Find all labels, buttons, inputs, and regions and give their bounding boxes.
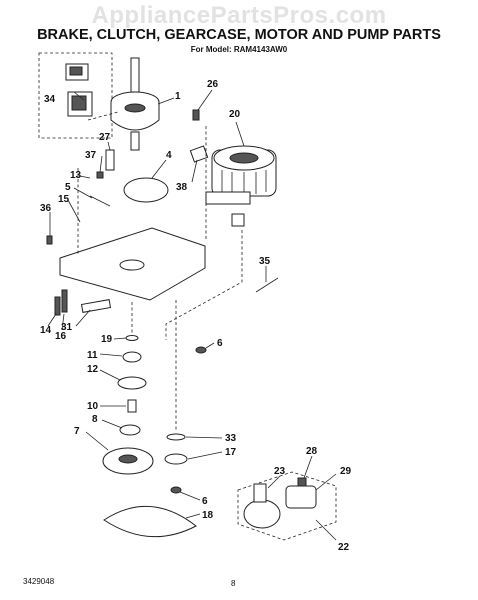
callout-8: 8 [92,414,98,425]
callout-5: 5 [65,182,71,193]
page-title: BRAKE, CLUTCH, GEARCASE, MOTOR AND PUMP … [37,27,441,43]
part-28-drawing [297,477,307,487]
part-31-drawing [80,299,112,313]
callout-29: 29 [340,466,352,477]
callout-7: 7 [74,426,80,437]
part-36-drawing [46,235,53,245]
part-8-drawing [119,424,141,436]
callout-28: 28 [306,446,318,457]
callout-14: 14 [40,325,52,336]
callout-35: 35 [259,256,271,267]
part-12-drawing [117,376,147,390]
callout-1: 1 [175,91,181,102]
callout-38: 38 [176,182,188,193]
callout-leaders [47,89,337,541]
part-38-drawing [189,145,209,163]
page-number: 8 [231,579,236,588]
callout-19: 19 [101,334,113,345]
part-33-drawing [166,433,186,441]
callout-4: 4 [166,150,172,161]
part-11-drawing [122,351,142,363]
part-16-drawing [61,289,68,313]
callout-26: 26 [207,79,219,90]
part-27-drawing [105,149,115,171]
part-6b-drawing [170,486,182,494]
part-34-group-box [38,52,113,139]
part-5-drawing [89,195,111,207]
part-23-pump-drawing [243,483,281,529]
pump-group-box [237,471,337,541]
callout-10: 10 [87,401,99,412]
part-19-drawing [125,335,139,341]
callout-27: 27 [99,132,111,143]
part-1-gearcase-drawing [110,57,160,151]
callout-36: 36 [40,203,52,214]
part-7-hub [118,454,138,464]
callout-23: 23 [274,466,286,477]
callout-12: 12 [87,364,99,375]
watermark: AppliancePartsPros.com [91,2,387,29]
leader-lines [77,111,243,432]
callout-17: 17 [225,447,237,458]
callout-37: 37 [85,150,97,161]
callout-18: 18 [202,510,214,521]
part-14-drawing [54,296,61,316]
callout-31: 31 [61,322,73,333]
part-34-drawing [65,63,93,117]
base-plate-hub [119,259,145,271]
part-6a-drawing [195,346,207,354]
part-29-drawing [285,485,317,509]
callout-11: 11 [87,350,98,361]
part-37-drawing [96,171,104,179]
callout-13: 13 [70,170,82,181]
callout-6b: 6 [202,496,208,507]
model-subtitle: For Model: RAM4143AW0 [190,45,288,54]
callout-16: 16 [55,331,67,342]
part-10-drawing [127,399,137,413]
part-18-belt-drawing [103,505,197,538]
part-26-drawing [192,109,200,121]
callout-15: 15 [58,194,70,205]
doc-number: 3429048 [23,577,55,586]
part-20-motor-drawing [205,145,277,227]
part-17-drawing [164,453,188,465]
callout-34: 34 [44,94,56,105]
callout-20: 20 [229,109,241,120]
callout-33: 33 [225,433,237,444]
callout-6a: 6 [217,338,223,349]
callout-numbers: 1 4 5 6 6 7 8 10 11 12 13 14 15 16 17 18… [40,79,352,553]
callout-22: 22 [338,542,350,553]
part-35-drawing [255,277,279,293]
part-4-drawing [123,177,169,203]
